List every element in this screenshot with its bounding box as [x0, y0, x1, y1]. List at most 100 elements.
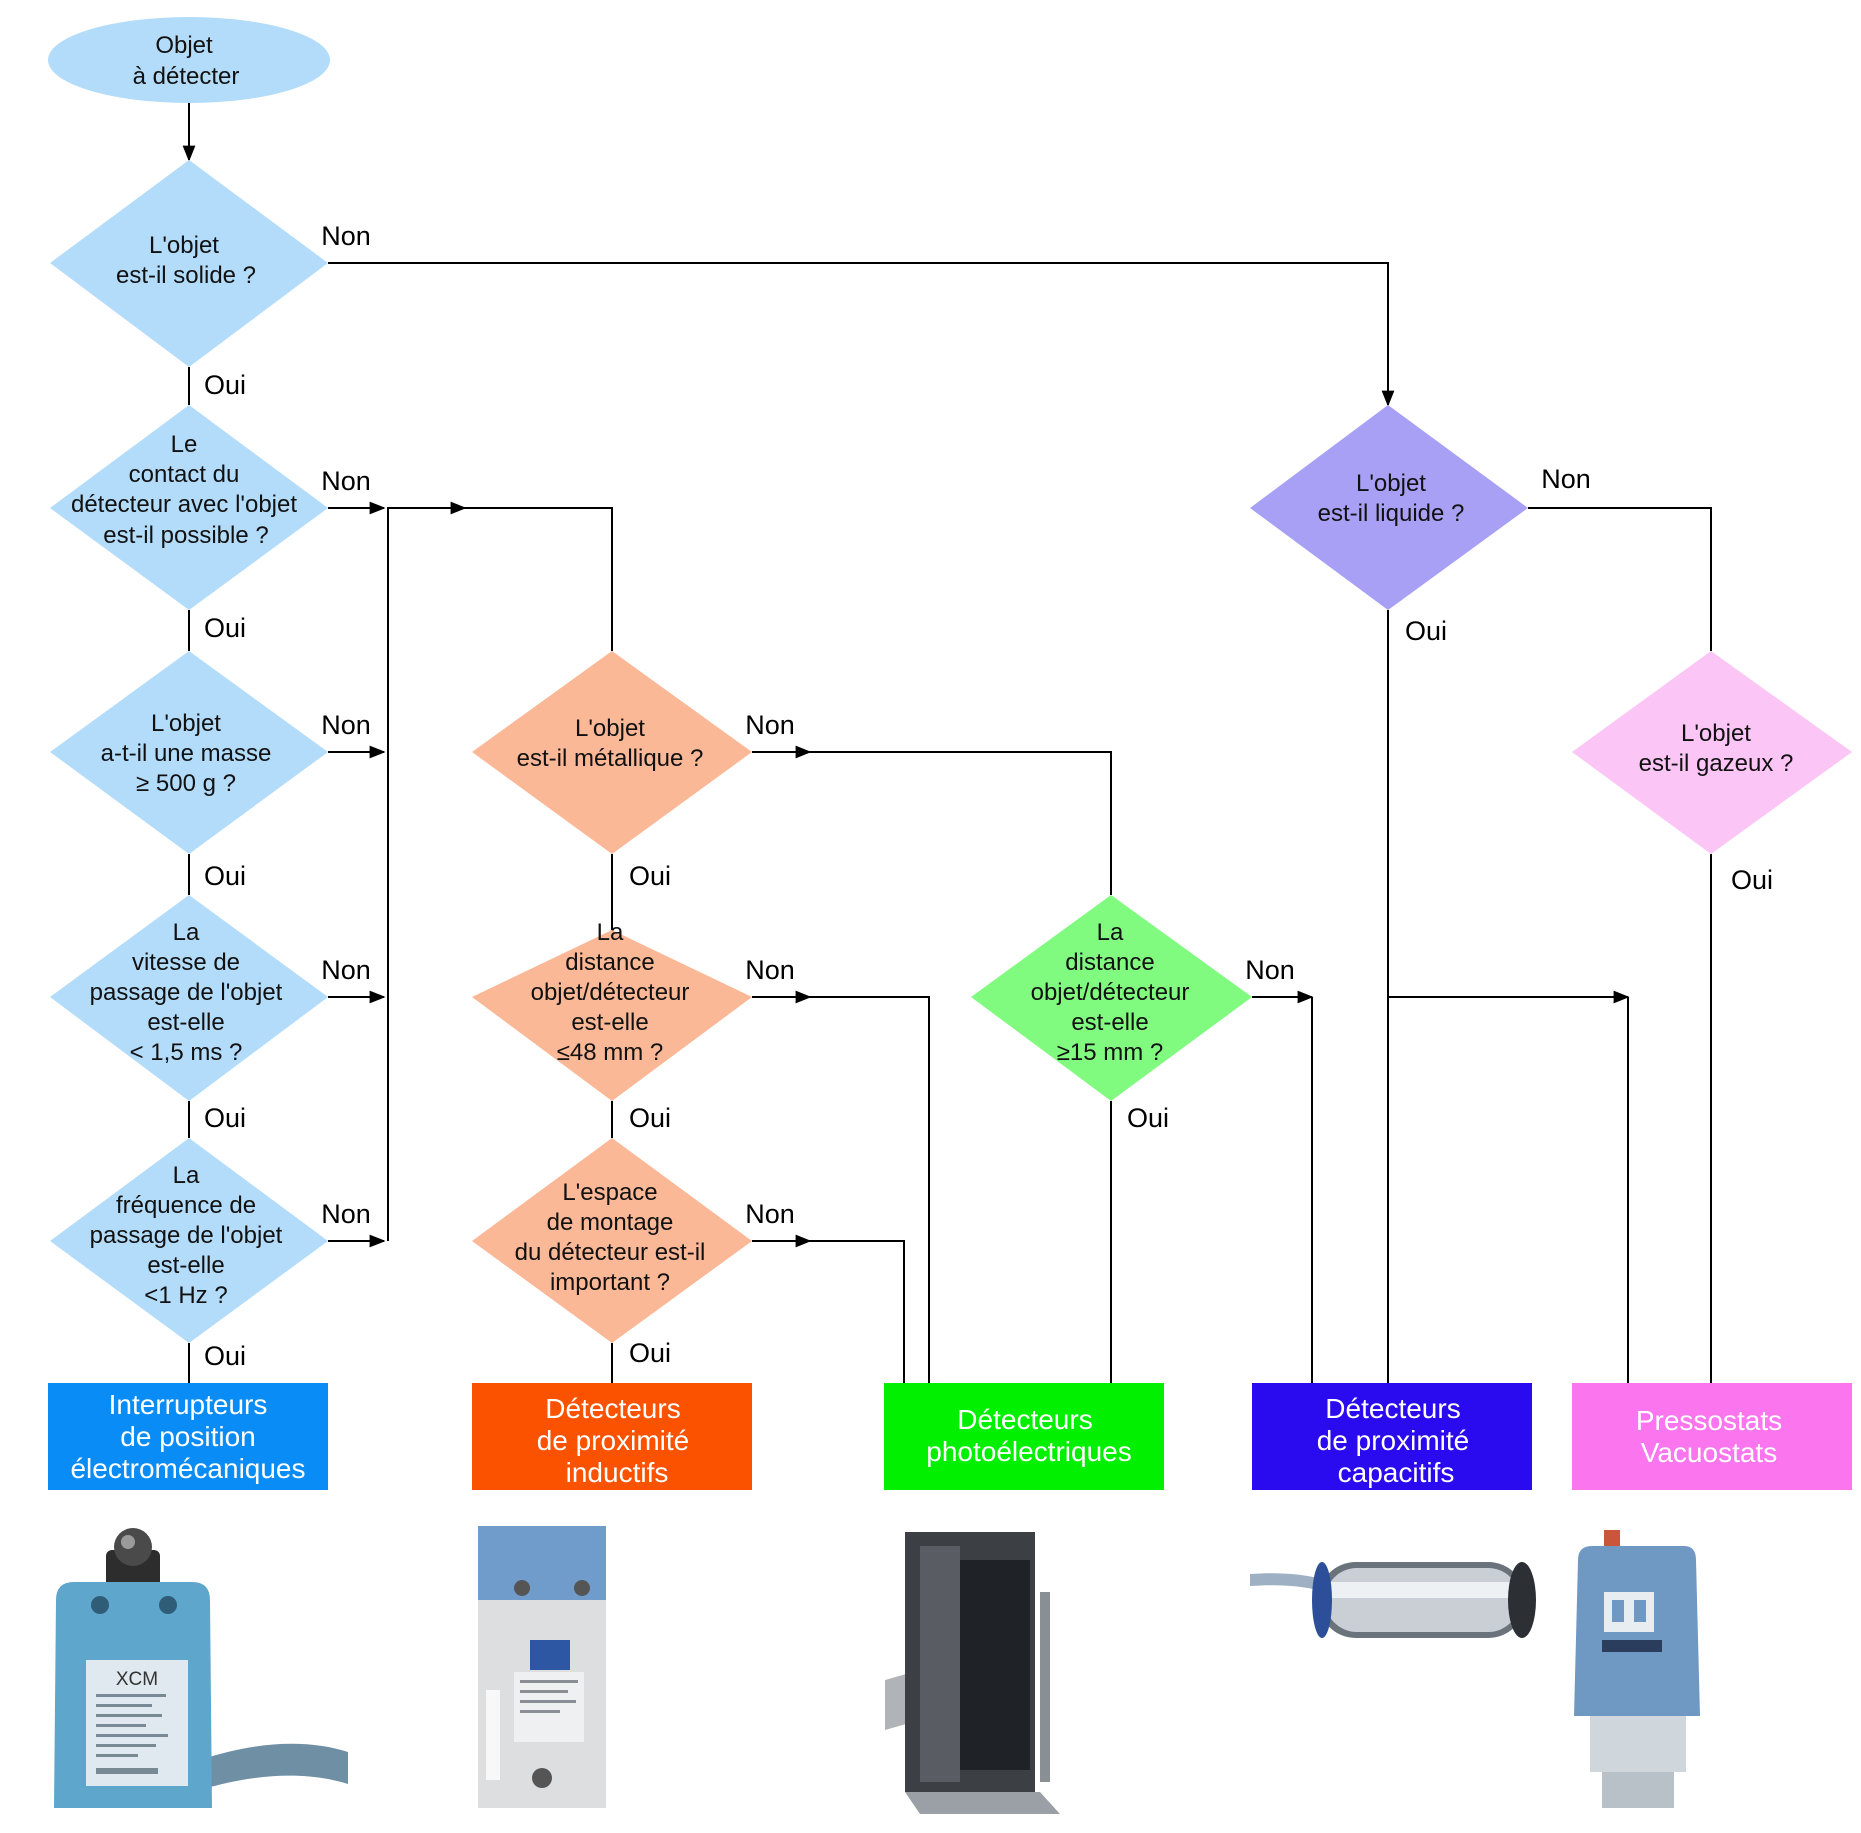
decision-metal: L'objet est-il métallique ? — [472, 651, 752, 854]
diamond-speed — [50, 895, 328, 1101]
result-pressure: Pressostats Vacuostats — [1572, 1383, 1852, 1490]
diamond-freq — [50, 1138, 328, 1343]
decision-space: L'espace de montage du détecteur est-il … — [472, 1138, 752, 1343]
label-yes: Oui — [629, 861, 671, 891]
question-solid-line-1: L'objet — [149, 232, 219, 259]
question-contact-line-4: est-il possible ? — [103, 522, 268, 549]
question-gas-line-2: est-il gazeux ? — [1639, 750, 1794, 777]
decision-dist48: La distance objet/détecteur est-elle ≤48… — [472, 919, 752, 1101]
result-box-pressure — [1572, 1383, 1852, 1490]
decision-freq: La fréquence de passage de l'objet est-e… — [50, 1138, 328, 1343]
question-freq-line-3: passage de l'objet — [90, 1222, 283, 1249]
question-dist15-line-1: La — [1097, 919, 1124, 946]
diamond-gas — [1572, 651, 1852, 854]
result-capacitive-line-3: capacitifs — [1338, 1457, 1455, 1488]
branch-labels: Non Oui Non Oui Non Oui Non Oui Non Oui … — [204, 221, 1773, 1371]
question-speed-line-5: < 1,5 ms ? — [130, 1039, 243, 1066]
result-photo: Détecteurs photoélectriques — [884, 1383, 1164, 1490]
diamond-dist48 — [472, 930, 752, 1101]
link-metal-no-cont — [810, 751, 1112, 895]
question-dist15-line-4: est-elle — [1071, 1009, 1148, 1036]
question-contact-line-1: Le — [171, 431, 198, 458]
start-text-line-2: à détecter — [133, 63, 240, 90]
question-contact-line-3: détecteur avec l'objet — [71, 491, 297, 518]
decision-solid: L'objet est-il solide ? — [50, 160, 328, 367]
question-space-line-4: important ? — [550, 1269, 670, 1296]
question-solid-line-2: est-il solide ? — [116, 262, 256, 289]
result-photo-line-1: Détecteurs — [957, 1404, 1092, 1435]
diamond-metal — [472, 651, 752, 854]
question-speed-line-4: est-elle — [147, 1009, 224, 1036]
question-dist48-line-3: objet/détecteur — [531, 979, 690, 1006]
link-dist48-no-cont — [810, 996, 930, 1383]
connectors — [182, 103, 1712, 1383]
result-pressure-line-1: Pressostats — [1636, 1405, 1782, 1436]
product-label: XCM — [116, 1669, 158, 1690]
question-space-line-1: L'espace — [562, 1179, 657, 1206]
label-yes: Oui — [1405, 616, 1447, 646]
question-metal-line-1: L'objet — [575, 715, 645, 742]
label-no: Non — [321, 466, 371, 496]
decision-speed: La vitesse de passage de l'objet est-ell… — [50, 895, 328, 1101]
label-no: Non — [745, 955, 795, 985]
question-speed-line-3: passage de l'objet — [90, 979, 283, 1006]
label-yes: Oui — [1127, 1103, 1169, 1133]
label-no: Non — [321, 955, 371, 985]
label-no: Non — [321, 710, 371, 740]
result-photo-line-2: photoélectriques — [926, 1436, 1131, 1467]
question-freq-line-1: La — [173, 1162, 200, 1189]
result-box-electromech — [48, 1383, 328, 1490]
question-speed-line-2: vitesse de — [132, 949, 240, 976]
label-yes: Oui — [629, 1103, 671, 1133]
result-inductive: Détecteurs de proximité inductifs — [472, 1383, 752, 1490]
diamond-space — [472, 1138, 752, 1343]
result-electromech-line-3: électromécaniques — [70, 1453, 305, 1484]
decision-contact: Le contact du détecteur avec l'objet est… — [50, 405, 328, 610]
link-space-no-cont — [810, 1240, 905, 1383]
product-inductive-sensor — [478, 1526, 606, 1808]
label-yes: Oui — [204, 1103, 246, 1133]
label-no: Non — [745, 1199, 795, 1229]
start-oval — [48, 17, 330, 103]
decision-liquid: L'objet est-il liquide ? — [1250, 405, 1528, 610]
label-yes: Oui — [1731, 865, 1773, 895]
question-liquid-line-2: est-il liquide ? — [1318, 500, 1465, 527]
decision-gas: L'objet est-il gazeux ? — [1572, 651, 1852, 854]
decision-dist15: La distance objet/détecteur est-elle ≥15… — [971, 895, 1252, 1101]
product-photo-sensor — [885, 1532, 1060, 1814]
result-electromech: Interrupteurs de position électromécaniq… — [48, 1383, 328, 1490]
label-no: Non — [321, 1199, 371, 1229]
label-yes: Oui — [204, 613, 246, 643]
question-space-line-2: de montage — [547, 1209, 674, 1236]
result-inductive-line-3: inductifs — [566, 1457, 669, 1488]
link-to-metal — [465, 507, 613, 651]
question-dist48-line-1: La — [597, 919, 624, 946]
result-box-inductive — [472, 1383, 752, 1490]
label-yes: Oui — [204, 370, 246, 400]
label-no: Non — [321, 221, 371, 251]
question-dist15-line-2: distance — [1065, 949, 1154, 976]
start-text-line-1: Objet — [155, 32, 213, 59]
question-freq-line-2: fréquence de — [116, 1192, 256, 1219]
label-no: Non — [745, 710, 795, 740]
start-node: Objet à détecter — [48, 17, 330, 103]
question-mass-line-1: L'objet — [151, 710, 221, 737]
question-freq-line-5: <1 Hz ? — [144, 1282, 227, 1309]
diamond-contact — [50, 405, 328, 610]
question-metal-line-2: est-il métallique ? — [517, 745, 704, 772]
result-capacitive: Détecteurs de proximité capacitifs — [1252, 1383, 1532, 1490]
question-liquid-line-1: L'objet — [1356, 470, 1426, 497]
product-pressure-switch — [1574, 1530, 1700, 1808]
result-pressure-line-2: Vacuostats — [1641, 1437, 1777, 1468]
question-speed-line-1: La — [173, 919, 200, 946]
result-box-photo — [884, 1383, 1164, 1490]
question-dist48-line-5: ≤48 mm ? — [557, 1039, 664, 1066]
label-no: Non — [1541, 464, 1591, 494]
question-contact-line-2: contact du — [129, 461, 240, 488]
question-gas-line-1: L'objet — [1681, 720, 1751, 747]
link-collector — [387, 501, 467, 1241]
decision-mass: L'objet a-t-il une masse ≥ 500 g ? — [50, 651, 328, 854]
result-electromech-line-1: Interrupteurs — [109, 1389, 268, 1420]
link-solid-no — [328, 262, 1388, 405]
